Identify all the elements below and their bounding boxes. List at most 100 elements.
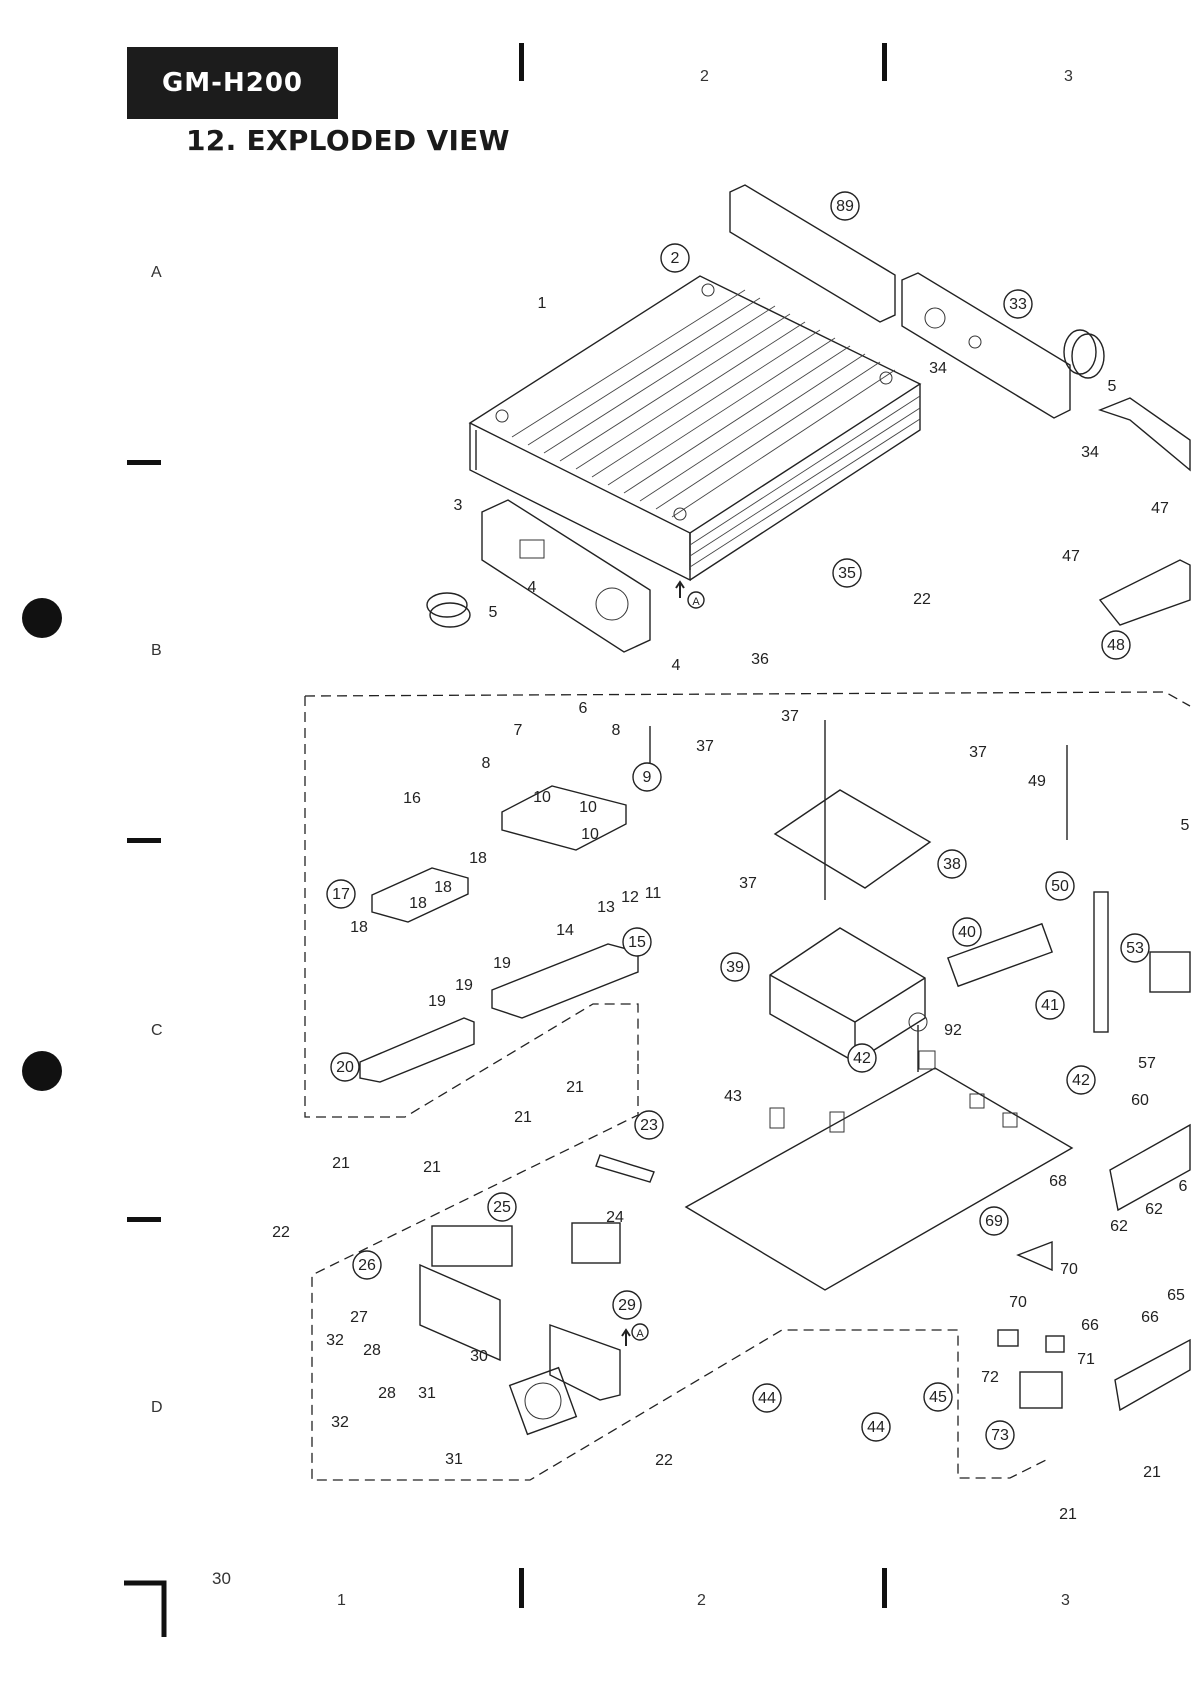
callout-number: 70 (1009, 1294, 1027, 1311)
part-callout: 1 (538, 295, 547, 312)
frame-marks (22, 43, 887, 1637)
callout-circle (861, 1412, 891, 1442)
callout-circle (720, 952, 750, 982)
part-callout: 39 (720, 952, 750, 982)
part-callout: 72 (981, 1369, 999, 1386)
shield-case (769, 789, 932, 1063)
part-callout: 17 (326, 879, 356, 909)
callout-number: 18 (409, 895, 427, 912)
part-callout: 70 (1060, 1261, 1078, 1278)
part-callout: 2 (660, 243, 690, 273)
callout-number: 18 (350, 919, 368, 936)
part-callout: 21 (332, 1155, 350, 1172)
part-callout: 48 (1101, 630, 1131, 660)
part-callout: 31 (418, 1385, 436, 1402)
part-callout: 65 (1167, 1287, 1185, 1304)
part-callout: 18 (350, 919, 368, 936)
callout-number: 47 (1062, 548, 1080, 565)
callout-number: 31 (445, 1451, 463, 1468)
part-callout: 22 (913, 591, 931, 608)
reference-mark-a: A (636, 1328, 644, 1340)
callout-circle (1120, 933, 1150, 963)
part-callout: 8 (612, 722, 621, 739)
page-number: 30 (212, 1569, 231, 1588)
callout-circle (634, 1110, 664, 1140)
callout-number: 66 (1141, 1309, 1159, 1326)
end-panels (729, 184, 1071, 419)
model-badge: GM-H200 (127, 47, 338, 119)
part-callout: 26 (352, 1250, 382, 1280)
grid-column-label: 3 (1061, 1592, 1070, 1609)
part-callout: 19 (455, 977, 473, 994)
callout-number: 4 (528, 579, 537, 596)
part-callout: 37 (696, 738, 714, 755)
callout-number: 10 (533, 789, 551, 806)
part-callout: 62 (1110, 1218, 1128, 1235)
part-callout: 8 (482, 755, 491, 772)
callout-number: 43 (724, 1088, 742, 1105)
callout-circle (1066, 1065, 1096, 1095)
part-callout: 44 (752, 1383, 782, 1413)
callout-number: 13 (597, 899, 615, 916)
part-callout: 19 (493, 955, 511, 972)
part-callout: 44 (861, 1412, 891, 1442)
part-callout: 89 (830, 191, 860, 221)
callout-number: 21 (332, 1155, 350, 1172)
callout-number: 39 (726, 959, 744, 976)
part-callout: 42 (847, 1043, 877, 1073)
part-callout: 66 (1141, 1309, 1159, 1326)
subcomponents (419, 397, 1191, 1436)
callout-number: 44 (867, 1419, 885, 1436)
binder-hole (22, 1051, 62, 1091)
callout-number: 57 (1138, 1055, 1156, 1072)
part-callout: 53 (1120, 933, 1150, 963)
part-callout: 92 (944, 1022, 962, 1039)
part-callout: 27 (350, 1309, 368, 1326)
callout-number: 22 (655, 1452, 673, 1469)
part-callout: 41 (1035, 990, 1065, 1020)
callout-circle (330, 1052, 360, 1082)
callout-number: 30 (470, 1348, 488, 1365)
rubber-feet (426, 329, 1105, 628)
grid-row-label: A (151, 264, 162, 281)
callout-number: 72 (981, 1369, 999, 1386)
callout-number: 19 (455, 977, 473, 994)
callout-number: 21 (1143, 1464, 1161, 1481)
part-callout: 32 (326, 1332, 344, 1349)
group-boundary (311, 1064, 1051, 1481)
page-title: 12. EXPLODED VIEW (186, 124, 510, 157)
callout-number: 42 (853, 1050, 871, 1067)
callout-number: 42 (1072, 1072, 1090, 1089)
callout-number: 38 (943, 856, 961, 873)
callout-number: 3 (454, 497, 463, 514)
part-callout: 25 (487, 1192, 517, 1222)
part-callout: 21 (1059, 1506, 1077, 1523)
callout-number: 19 (493, 955, 511, 972)
part-callout: 73 (985, 1420, 1015, 1450)
callout-number: 10 (579, 799, 597, 816)
part-callout: 45 (923, 1382, 953, 1412)
part-callout: 28 (378, 1385, 396, 1402)
part-callout: 40 (952, 917, 982, 947)
part-callout: 36 (751, 651, 769, 668)
callout-number: 37 (969, 744, 987, 761)
part-callout: 29 (612, 1290, 642, 1320)
part-callout: 70 (1009, 1294, 1027, 1311)
callout-number: 26 (358, 1257, 376, 1274)
callout-number: 60 (1131, 1092, 1149, 1109)
callout-number: 2 (671, 250, 680, 267)
binder-hole (22, 598, 62, 638)
part-callout: 60 (1131, 1092, 1149, 1109)
callout-number: 69 (985, 1213, 1003, 1230)
part-callout: 37 (969, 744, 987, 761)
callout-number: 28 (363, 1342, 381, 1359)
grid-column-label: 2 (697, 1592, 706, 1609)
callout-number: 62 (1145, 1201, 1163, 1218)
part-callout: 66 (1081, 1317, 1099, 1334)
callout-circle (632, 762, 662, 792)
part-callout: 19 (428, 993, 446, 1010)
callout-number: 22 (272, 1224, 290, 1241)
callout-number: 73 (991, 1427, 1009, 1444)
part-callout: 30 (470, 1348, 488, 1365)
